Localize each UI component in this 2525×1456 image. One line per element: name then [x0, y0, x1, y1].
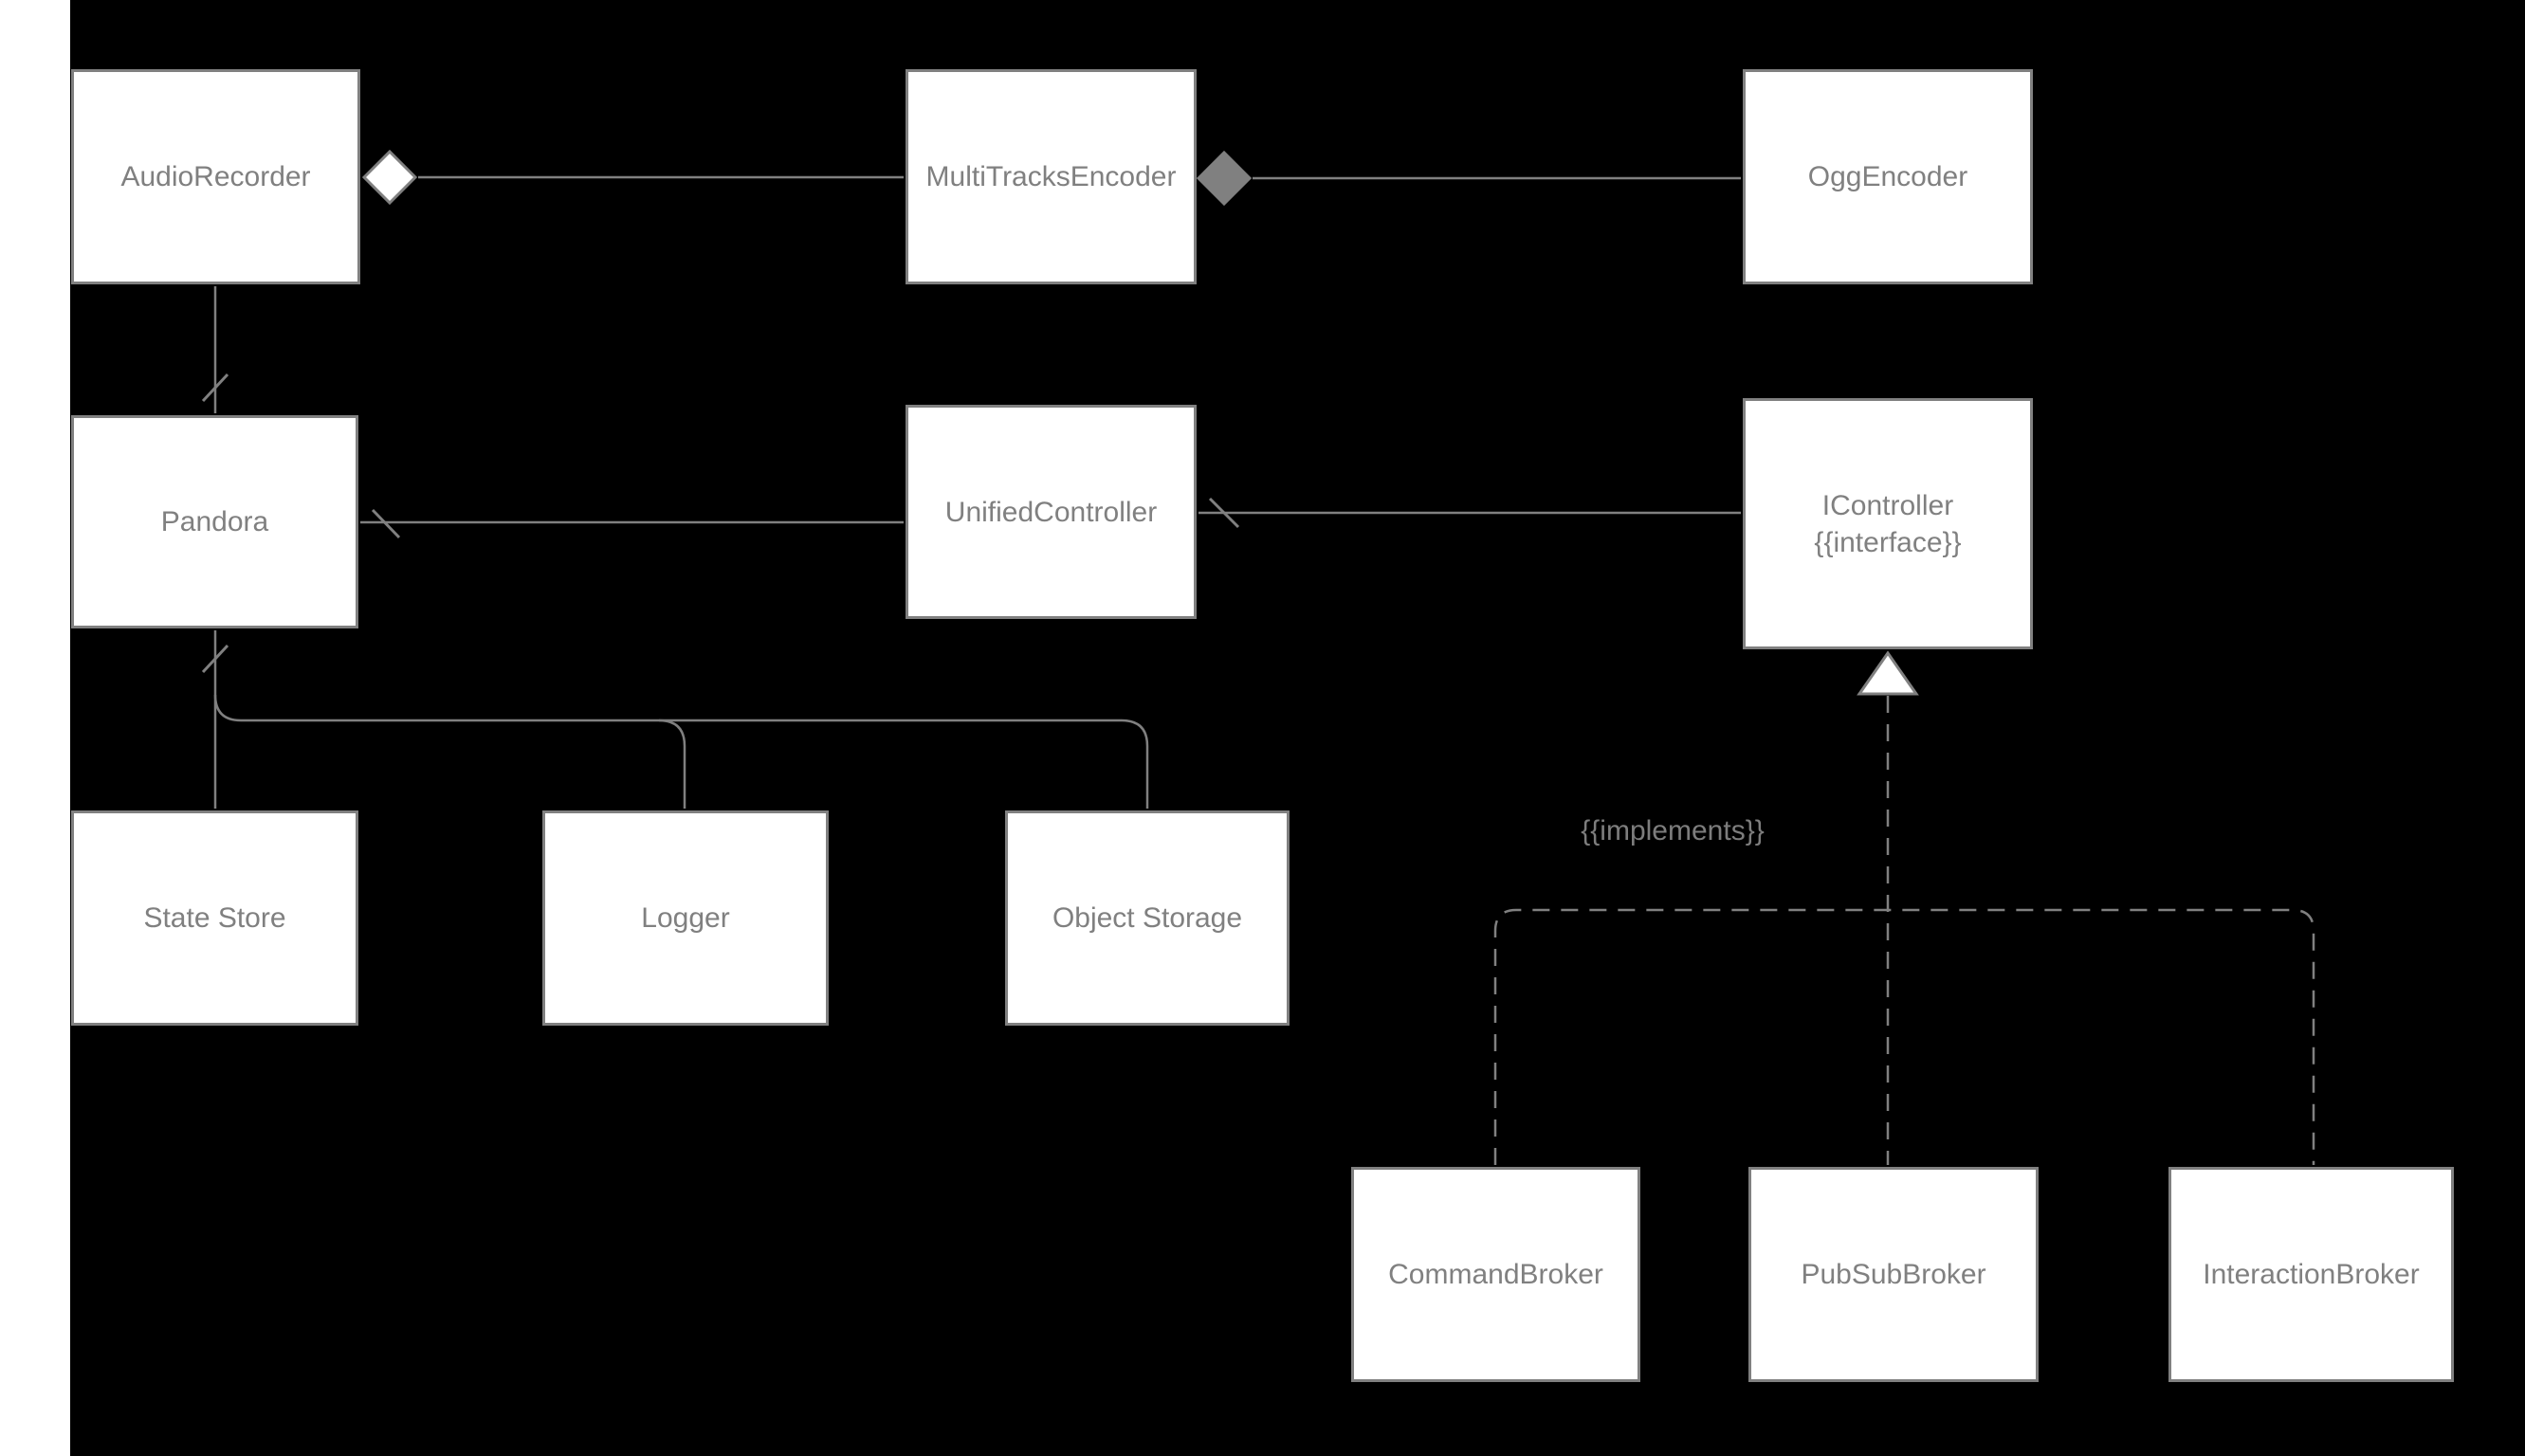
class-node-statestore: State Store: [71, 810, 358, 1026]
class-node-pandora: Pandora: [71, 415, 358, 628]
realization-line-command-interaction: [1493, 908, 2315, 1165]
class-node-unifiedcontroller: UnifiedController: [906, 405, 1197, 619]
class-label: AudioRecorder: [120, 161, 311, 192]
edge-label-implements: {{implements}}: [1581, 815, 1765, 846]
class-label: InteractionBroker: [2203, 1259, 2420, 1290]
class-node-pubsubbroker: PubSubBroker: [1748, 1167, 2039, 1382]
class-label: State Store: [143, 902, 286, 934]
composition-diamond-icon: [1196, 150, 1253, 207]
class-node-logger: Logger: [542, 810, 829, 1026]
association-line-pandora-objectstorage: [213, 694, 1149, 809]
association-line-pandora-logger: [658, 719, 686, 809]
class-label: IController: [1821, 489, 1954, 521]
class-label: Pandora: [160, 506, 269, 537]
class-node-interactionbroker: InteractionBroker: [2168, 1167, 2454, 1382]
class-node-commandbroker: CommandBroker: [1351, 1167, 1640, 1382]
class-label: Object Storage: [1052, 902, 1243, 934]
class-label: PubSubBroker: [1801, 1259, 1986, 1290]
diagram-canvas: [70, 0, 2525, 1456]
class-node-multitracksencoder: MultiTracksEncoder: [906, 69, 1197, 284]
class-label: UnifiedController: [944, 496, 1158, 528]
class-node-icontroller: IController {{interface}}: [1743, 398, 2033, 649]
class-node-oggencoder: OggEncoder: [1743, 69, 2033, 284]
class-label: Logger: [641, 902, 730, 934]
tick-icon: [371, 508, 401, 539]
class-label: OggEncoder: [1807, 161, 1968, 192]
class-node-audiorecorder: AudioRecorder: [71, 69, 360, 284]
class-label: MultiTracksEncoder: [925, 161, 1177, 192]
tick-icon: [201, 644, 229, 674]
class-node-objectstorage: Object Storage: [1005, 810, 1290, 1026]
tick-icon: [1208, 497, 1240, 529]
aggregation-diamond-icon: [361, 149, 418, 206]
class-label: CommandBroker: [1388, 1259, 1603, 1290]
class-stereotype: {{interface}}: [1814, 526, 1962, 558]
tick-icon: [201, 373, 229, 403]
realization-triangle-icon: [1857, 650, 1919, 696]
